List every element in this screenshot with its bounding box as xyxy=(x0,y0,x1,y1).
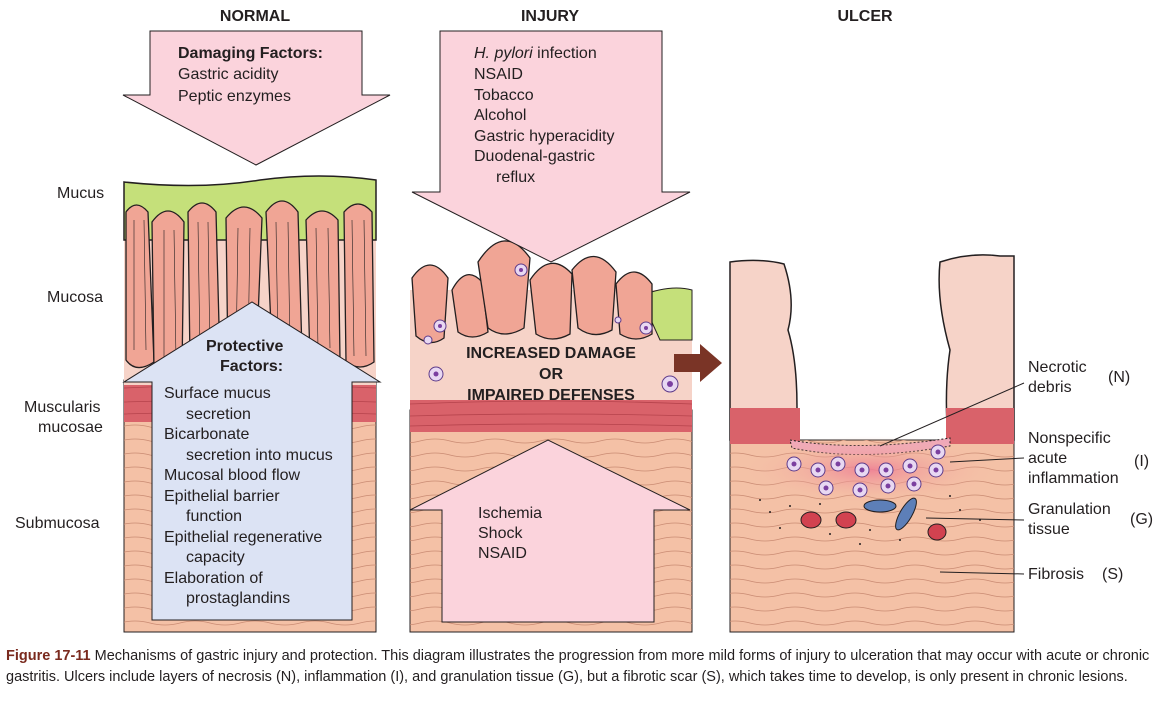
label-mucosae: mucosae xyxy=(38,419,103,436)
gran-code: (G) xyxy=(1130,511,1154,528)
necrotic-label-1: Necrotic xyxy=(1028,359,1087,376)
gran-label-2: tissue xyxy=(1028,521,1070,538)
injury-first-line: H. pylori infection xyxy=(474,44,597,64)
caption-text: Mechanisms of gastric injury and protect… xyxy=(6,648,1150,685)
injury-factor-line: Alcohol xyxy=(474,107,527,124)
protective-factor-line: Bicarbonate xyxy=(164,426,250,443)
figure-caption: Figure 17-11 Mechanisms of gastric injur… xyxy=(6,646,1168,688)
fibrosis-label: Fibrosis xyxy=(1028,566,1085,583)
injury-panel xyxy=(409,30,693,633)
label-mucosa: Mucosa xyxy=(47,289,104,306)
ischemia-line-3: NSAID xyxy=(478,545,527,562)
protective-factor-line: prostaglandins xyxy=(186,590,291,607)
injury-factor-line: Duodenal-gastric xyxy=(474,148,595,165)
protective-arrow xyxy=(122,301,382,621)
protective-factor-line: secretion into mucus xyxy=(186,446,333,464)
protective-factor-line: Epithelial barrier xyxy=(164,487,280,505)
damaging-item-1: Gastric acidity xyxy=(178,66,279,83)
injury-factor-line: NSAID xyxy=(474,66,523,83)
protective-factor-line: capacity xyxy=(186,549,245,566)
figure-number: Figure 17-11 xyxy=(6,648,91,664)
damaging-title-text: Damaging Factors: xyxy=(178,45,323,62)
protective-title-1: Protective xyxy=(206,338,284,355)
center-line-2: OR xyxy=(539,366,563,383)
normal-title: NORMAL xyxy=(219,8,291,25)
progression-arrow xyxy=(674,344,722,382)
protective-factor-line: Mucosal blood flow xyxy=(164,467,301,484)
necrotic-code: (N) xyxy=(1108,369,1131,386)
protective-factor-line: function xyxy=(186,508,243,525)
fibrosis-code: (S) xyxy=(1102,566,1124,583)
damaging-arrow xyxy=(122,30,391,166)
protective-title-2: Factors: xyxy=(220,358,284,375)
injury-factor-line: Gastric hyperacidity xyxy=(474,127,615,145)
injury-factor-line: reflux xyxy=(496,168,536,186)
label-muscularis: Muscularis xyxy=(24,399,101,416)
inflam-label-2: acute xyxy=(1028,450,1068,467)
ischemia-line-2: Shock xyxy=(478,525,523,542)
center-line-1: INCREASED DAMAGE xyxy=(466,345,636,362)
injury-factors-arrow xyxy=(411,30,691,263)
inflam-label-3: inflammation xyxy=(1028,470,1119,487)
ischemia-line-1: Ischemia xyxy=(478,505,543,522)
protective-factor-line: Epithelial regenerative xyxy=(164,528,323,546)
protective-factor-line: Elaboration of xyxy=(164,569,263,587)
hpylori-text: H. pylori xyxy=(474,45,533,62)
gran-label-1: Granulation xyxy=(1028,501,1111,518)
inflam-label-1: Nonspecific xyxy=(1028,430,1111,447)
label-submucosa: Submucosa xyxy=(15,515,100,532)
protective-factor-line: Surface mucus xyxy=(164,385,271,402)
normal-panel xyxy=(122,30,391,633)
injury-factor-line: Tobacco xyxy=(474,86,534,104)
damaging-title: Damaging Factors: xyxy=(178,44,323,64)
label-mucus: Mucus xyxy=(57,185,105,202)
necrotic-label-2: debris xyxy=(1028,379,1072,396)
center-line-3: IMPAIRED DEFENSES xyxy=(467,387,635,404)
infection-text: infection xyxy=(532,45,597,62)
protective-factor-line: secretion xyxy=(186,405,251,423)
damaging-item-2: Peptic enzymes xyxy=(178,88,291,105)
ulcer-panel xyxy=(729,254,1025,633)
injury-title: INJURY xyxy=(520,8,580,25)
ulcer-title: ULCER xyxy=(837,8,893,25)
center-text: INCREASED DAMAGE OR IMPAIRED DEFENSES xyxy=(410,343,692,406)
inflam-code: (I) xyxy=(1134,453,1150,470)
ischemia-arrow xyxy=(409,439,691,623)
